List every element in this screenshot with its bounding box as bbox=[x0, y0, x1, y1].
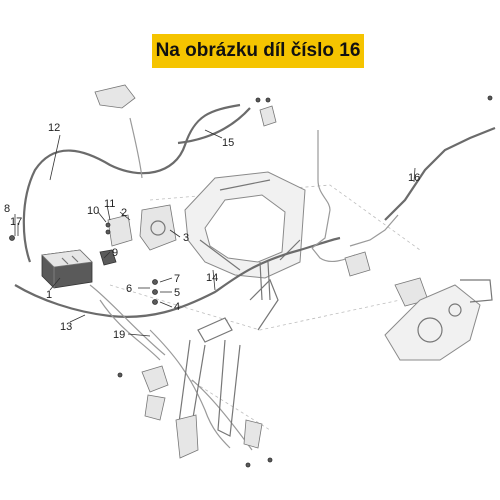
fasteners bbox=[9, 95, 493, 468]
part-label-17: 17 bbox=[10, 216, 22, 228]
abs-unit bbox=[41, 249, 93, 289]
part-label-19: 19 bbox=[113, 329, 125, 341]
part-label-16: 16 bbox=[408, 172, 420, 184]
part-label-4: 4 bbox=[174, 301, 180, 313]
brake-components bbox=[94, 84, 429, 449]
part-label-14: 14 bbox=[206, 272, 218, 284]
banner-text: Na obrázku díl číslo 16 bbox=[155, 40, 361, 61]
part-label-3: 3 bbox=[183, 232, 189, 244]
part-label-12: 12 bbox=[48, 122, 60, 134]
abs-bracket bbox=[99, 204, 177, 266]
leader-lines bbox=[14, 129, 416, 337]
brake-lines bbox=[14, 103, 496, 451]
part-label-1: 1 bbox=[46, 289, 52, 301]
part-label-5: 5 bbox=[174, 287, 180, 299]
part-label-7: 7 bbox=[174, 273, 180, 285]
part-label-6: 6 bbox=[126, 283, 132, 295]
highlight-banner: Na obrázku díl číslo 16 bbox=[152, 34, 364, 68]
part-label-8: 8 bbox=[4, 203, 10, 215]
front-fork bbox=[175, 261, 279, 459]
part-labels: 1 2 3 4 5 6 7 8 9 10 11 12 13 14 15 16 1… bbox=[4, 122, 420, 341]
rear-swingarm bbox=[384, 279, 493, 361]
part-label-2: 2 bbox=[121, 207, 127, 219]
part-label-9: 9 bbox=[112, 247, 118, 259]
part-label-10: 10 bbox=[87, 205, 99, 217]
frame bbox=[184, 171, 306, 279]
part-label-13: 13 bbox=[60, 321, 72, 333]
part-label-15: 15 bbox=[222, 137, 234, 149]
part-label-11: 11 bbox=[104, 198, 115, 210]
